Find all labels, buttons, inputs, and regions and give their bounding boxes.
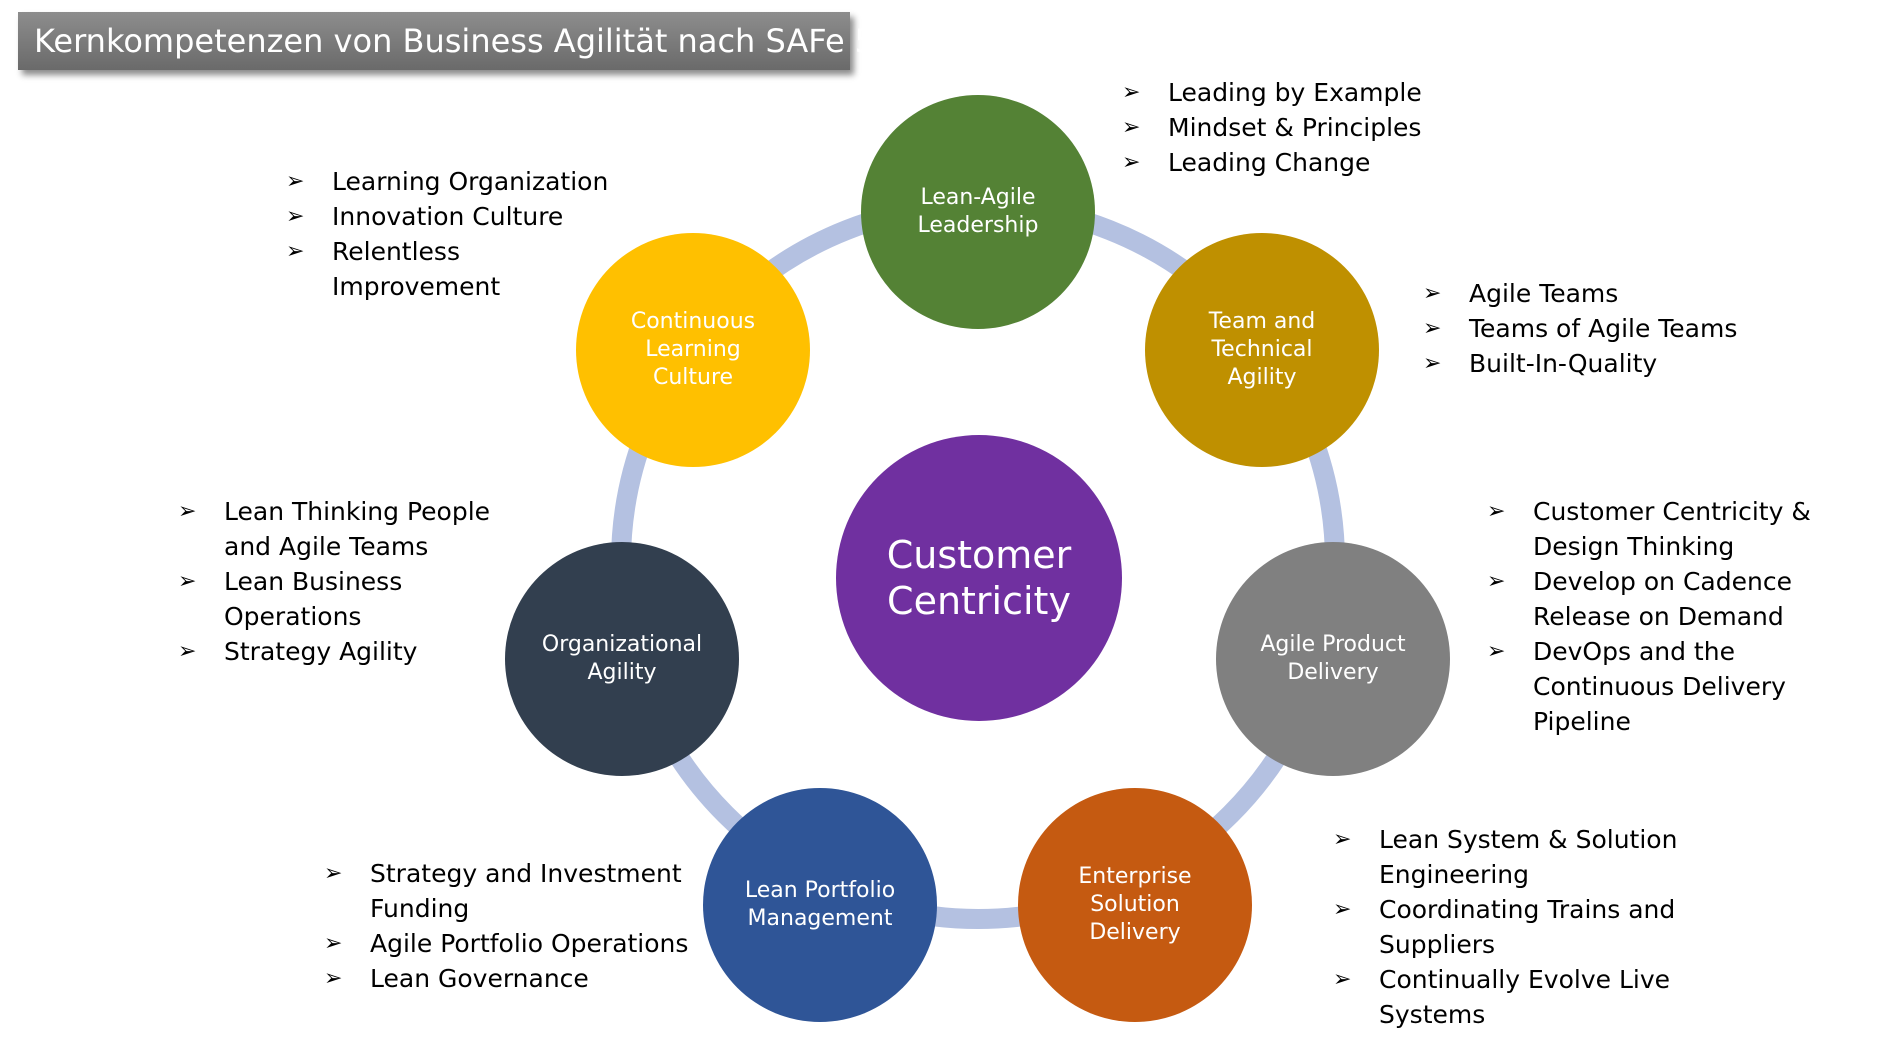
bullets-lean-agile-leadership: ➢Leading by Example ➢Mindset & Principle…: [1122, 75, 1482, 180]
list-item: ➢Develop on Cadence Release on Demand: [1487, 564, 1877, 634]
arrowhead-bullet-icon: ➢: [1333, 967, 1352, 992]
list-item: ➢Built-In-Quality: [1423, 346, 1783, 381]
list-item: ➢Mindset & Principles: [1122, 110, 1482, 145]
circle-label: Enterprise Solution Delivery: [1078, 864, 1192, 945]
list-item: ➢Lean Governance: [324, 961, 694, 996]
arrowhead-bullet-icon: ➢: [1122, 150, 1141, 175]
center-circle-customer-centricity: Customer Centricity: [836, 435, 1122, 721]
arrowhead-bullet-icon: ➢: [286, 204, 305, 229]
list-item: ➢Coordinating Trains and Suppliers: [1333, 892, 1683, 962]
bullets-team-technical-agility: ➢Agile Teams ➢Teams of Agile Teams ➢Buil…: [1423, 276, 1783, 381]
list-item: ➢Strategy Agility: [178, 634, 503, 669]
list-item: ➢Learning Organization: [286, 164, 616, 199]
page-title: Kernkompetenzen von Business Agilität na…: [18, 12, 875, 70]
bullets-enterprise-solution-delivery: ➢Lean System & Solution Engineering ➢Coo…: [1333, 822, 1683, 1032]
circle-continuous-learning-culture: Continuous Learning Culture: [576, 233, 810, 467]
circle-lean-agile-leadership: Lean-Agile Leadership: [861, 95, 1095, 329]
list-item: ➢Strategy and Investment Funding: [324, 856, 694, 926]
bullets-organizational-agility: ➢Lean Thinking People and Agile Teams ➢L…: [178, 494, 503, 669]
list-item: ➢Lean System & Solution Engineering: [1333, 822, 1683, 892]
arrowhead-bullet-icon: ➢: [1333, 897, 1352, 922]
bullets-continuous-learning-culture: ➢Learning Organization ➢Innovation Cultu…: [286, 164, 616, 304]
circle-label: Agile Product Delivery: [1260, 632, 1406, 685]
circle-label: Team and Technical Agility: [1208, 309, 1316, 390]
circle-organizational-agility: Organizational Agility: [505, 542, 739, 776]
arrowhead-bullet-icon: ➢: [1423, 351, 1442, 376]
arrowhead-bullet-icon: ➢: [178, 569, 197, 594]
list-item: ➢Leading Change: [1122, 145, 1482, 180]
arrowhead-bullet-icon: ➢: [324, 966, 343, 991]
center-circle-label: Customer Centricity: [886, 533, 1072, 623]
arrowhead-bullet-icon: ➢: [286, 239, 305, 264]
arrowhead-bullet-icon: ➢: [1487, 569, 1506, 594]
list-item: ➢Relentless Improvement: [286, 234, 616, 304]
list-item: ➢Leading by Example: [1122, 75, 1482, 110]
arrowhead-bullet-icon: ➢: [178, 639, 197, 664]
arrowhead-bullet-icon: ➢: [286, 169, 305, 194]
list-item: ➢Continually Evolve Live Systems: [1333, 962, 1683, 1032]
circle-label: Continuous Learning Culture: [630, 309, 756, 390]
arrowhead-bullet-icon: ➢: [1122, 115, 1141, 140]
arrowhead-bullet-icon: ➢: [1333, 827, 1352, 852]
arrowhead-bullet-icon: ➢: [1122, 80, 1141, 105]
list-item: ➢Lean Thinking People and Agile Teams: [178, 494, 503, 564]
list-item: ➢Lean Business Operations: [178, 564, 503, 634]
circle-enterprise-solution-delivery: Enterprise Solution Delivery: [1018, 788, 1252, 1022]
circle-label: Lean-Agile Leadership: [917, 185, 1039, 238]
arrowhead-bullet-icon: ➢: [178, 499, 197, 524]
list-item: ➢Innovation Culture: [286, 199, 616, 234]
list-item: ➢DevOps and the Continuous Delivery Pipe…: [1487, 634, 1877, 739]
circle-lean-portfolio-management: Lean Portfolio Management: [703, 788, 937, 1022]
list-item: ➢Customer Centricity & Design Thinking: [1487, 494, 1877, 564]
list-item: ➢Agile Teams: [1423, 276, 1783, 311]
arrowhead-bullet-icon: ➢: [1487, 499, 1506, 524]
circle-label: Organizational Agility: [541, 632, 703, 685]
arrowhead-bullet-icon: ➢: [324, 931, 343, 956]
arrowhead-bullet-icon: ➢: [324, 861, 343, 886]
list-item: ➢Agile Portfolio Operations: [324, 926, 694, 961]
arrowhead-bullet-icon: ➢: [1423, 281, 1442, 306]
arrowhead-bullet-icon: ➢: [1487, 639, 1506, 664]
circle-label: Lean Portfolio Management: [744, 878, 896, 931]
list-item: ➢Teams of Agile Teams: [1423, 311, 1783, 346]
circle-agile-product-delivery: Agile Product Delivery: [1216, 542, 1450, 776]
circle-team-technical-agility: Team and Technical Agility: [1145, 233, 1379, 467]
bullets-agile-product-delivery: ➢Customer Centricity & Design Thinking ➢…: [1487, 494, 1877, 739]
arrowhead-bullet-icon: ➢: [1423, 316, 1442, 341]
bullets-lean-portfolio-management: ➢Strategy and Investment Funding ➢Agile …: [324, 856, 694, 996]
